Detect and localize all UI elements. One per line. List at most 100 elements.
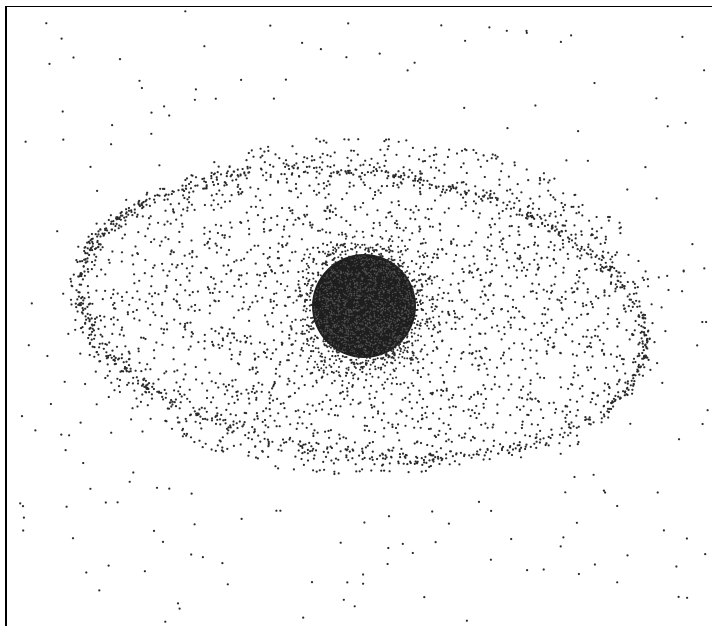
debris-dot <box>157 378 159 380</box>
debris-dot <box>352 331 353 332</box>
debris-dot <box>222 436 224 438</box>
debris-dot <box>463 245 465 247</box>
debris-dot <box>519 208 521 210</box>
debris-dot <box>515 447 517 449</box>
debris-dot <box>345 264 346 265</box>
debris-dot <box>553 345 555 347</box>
debris-dot <box>395 299 396 300</box>
debris-dot <box>344 318 345 319</box>
debris-dot <box>190 239 192 241</box>
debris-dot <box>288 438 290 440</box>
debris-dot <box>491 263 493 265</box>
debris-dot <box>581 204 583 206</box>
debris-dot <box>221 345 223 347</box>
debris-dot <box>619 355 621 357</box>
debris-dot <box>392 334 393 335</box>
debris-dot <box>189 294 191 296</box>
debris-dot <box>483 407 485 409</box>
debris-dot <box>415 456 417 458</box>
debris-dot <box>349 283 350 284</box>
debris-dot <box>313 338 315 340</box>
debris-dot <box>366 344 367 345</box>
debris-dot <box>108 219 110 221</box>
debris-dot <box>641 337 643 339</box>
debris-dot <box>263 431 265 433</box>
debris-dot <box>331 311 332 312</box>
debris-dot <box>380 369 382 371</box>
debris-dot <box>657 491 659 493</box>
debris-dot <box>178 231 180 233</box>
debris-dot <box>350 324 351 325</box>
debris-dot <box>231 332 233 334</box>
debris-dot <box>357 298 358 299</box>
debris-dot <box>346 314 347 315</box>
debris-dot <box>244 434 246 436</box>
debris-dot <box>348 315 349 316</box>
debris-dot <box>380 192 382 194</box>
debris-dot <box>334 314 335 315</box>
debris-dot <box>417 370 419 372</box>
debris-dot <box>633 303 635 305</box>
debris-dot <box>582 305 584 307</box>
debris-dot <box>272 385 274 387</box>
debris-dot <box>76 298 78 300</box>
debris-dot <box>627 281 629 283</box>
debris-dot <box>81 260 83 262</box>
debris-dot <box>327 293 328 294</box>
debris-dot <box>225 182 227 184</box>
debris-dot <box>398 462 400 464</box>
debris-dot <box>177 602 179 604</box>
debris-dot <box>449 450 451 452</box>
debris-dot <box>260 148 262 150</box>
debris-dot <box>286 219 288 221</box>
debris-dot <box>272 325 274 327</box>
debris-dot <box>125 369 127 371</box>
debris-dot <box>613 398 615 400</box>
debris-dot <box>219 373 221 375</box>
debris-dot <box>537 245 539 247</box>
debris-dot <box>479 350 481 352</box>
debris-dot <box>194 185 196 187</box>
debris-dot <box>206 419 208 421</box>
debris-dot <box>317 272 319 274</box>
debris-dot <box>231 194 233 196</box>
debris-dot <box>336 318 337 319</box>
debris-dot <box>623 358 625 360</box>
debris-dot <box>380 328 381 329</box>
debris-dot <box>255 397 257 399</box>
debris-dot <box>378 293 379 294</box>
debris-dot <box>390 289 391 290</box>
debris-dot <box>385 285 386 286</box>
debris-dot <box>199 416 201 418</box>
debris-dot <box>185 420 187 422</box>
debris-dot <box>204 340 206 342</box>
debris-dot <box>388 343 389 344</box>
debris-dot <box>240 443 242 445</box>
debris-dot <box>247 172 249 174</box>
debris-dot <box>227 170 229 172</box>
debris-dot <box>329 312 330 313</box>
debris-dot <box>238 309 240 311</box>
debris-dot <box>80 302 82 304</box>
debris-dot <box>511 225 513 227</box>
debris-dot <box>233 171 235 173</box>
debris-dot <box>412 369 414 371</box>
debris-dot <box>93 253 95 255</box>
debris-dot <box>400 181 402 183</box>
debris-dot <box>616 251 618 253</box>
debris-dot <box>257 371 259 373</box>
debris-dot <box>79 284 81 286</box>
debris-dot <box>215 423 217 425</box>
debris-dot <box>573 224 575 226</box>
debris-dot <box>528 205 530 207</box>
debris-dot <box>596 395 598 397</box>
debris-dot <box>601 349 603 351</box>
debris-dot <box>237 186 239 188</box>
debris-dot <box>499 231 501 233</box>
debris-dot <box>338 434 340 436</box>
debris-dot <box>372 268 373 269</box>
debris-dot <box>327 451 329 453</box>
debris-dot <box>370 172 372 174</box>
debris-dot <box>396 287 397 288</box>
debris-dot <box>166 275 168 277</box>
